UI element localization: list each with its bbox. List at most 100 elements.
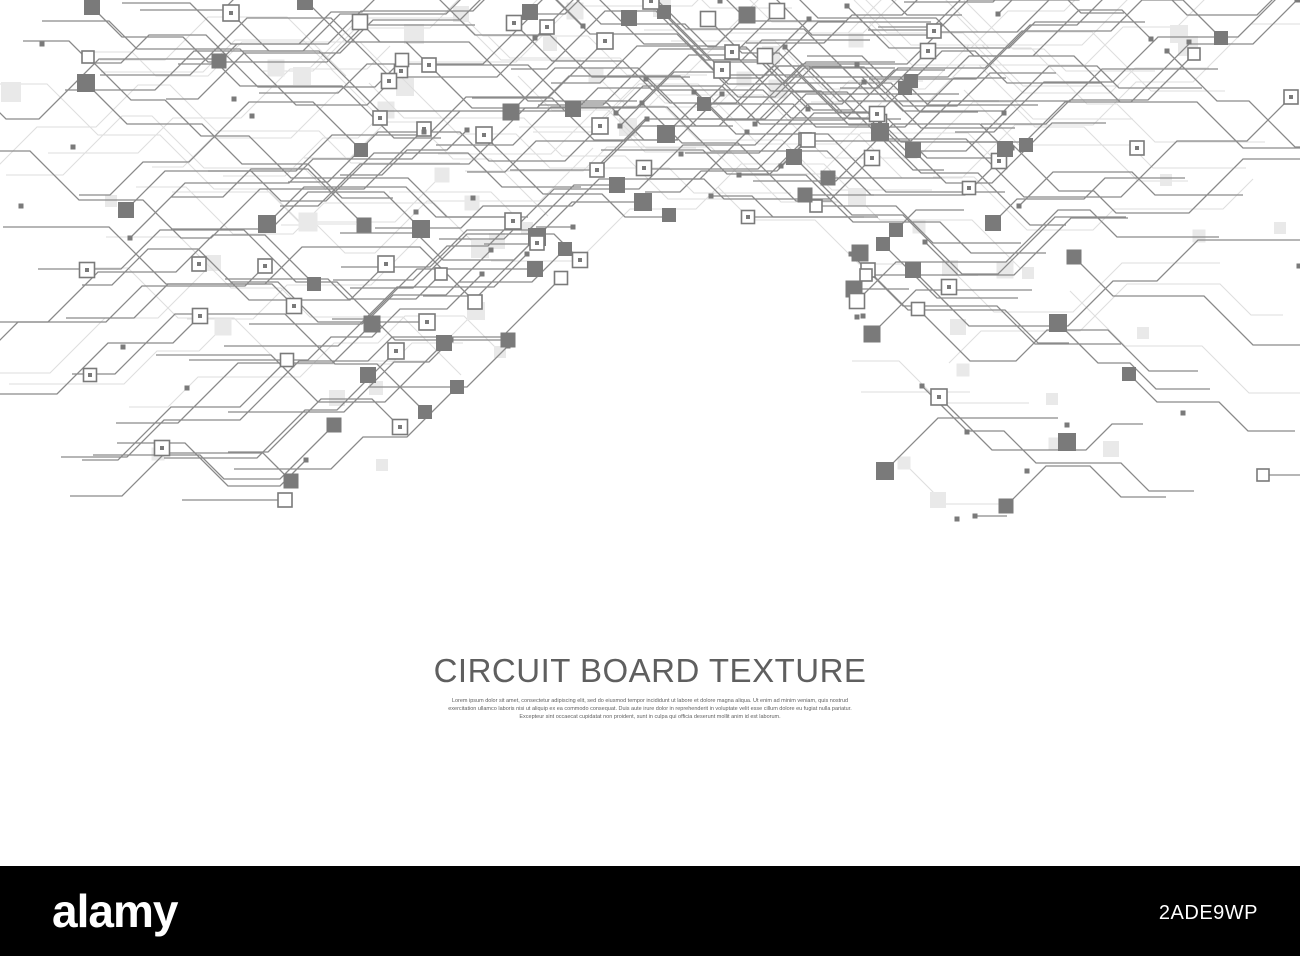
circuit-chip-outline — [467, 294, 483, 310]
circuit-chip — [904, 74, 918, 88]
circuit-trace — [42, 20, 402, 106]
circuit-pad — [1016, 203, 1022, 209]
circuit-chip-core — [511, 219, 515, 223]
circuit-trace-faint — [136, 186, 481, 250]
circuit-chip-core — [545, 25, 549, 29]
circuit-trace — [850, 253, 1121, 345]
circuit-pad — [854, 62, 860, 68]
circuit-trace-faint — [48, 68, 386, 154]
circuit-pad — [479, 271, 485, 277]
circuit-pad — [922, 239, 928, 245]
circuit-board-artwork: CIRCUIT BOARD TEXTURE Lorem ipsum dolor … — [0, 0, 1300, 720]
circuit-chip — [412, 220, 430, 238]
circuit-trace — [23, 34, 403, 88]
circuit-chip — [997, 141, 1013, 157]
circuit-pad — [954, 516, 960, 522]
circuit-chip-outline — [848, 292, 866, 310]
circuit-chip — [998, 498, 1014, 514]
circuit-chip-core — [967, 186, 971, 190]
circuit-trace — [867, 269, 1069, 344]
circuit-chip-core — [642, 166, 646, 170]
circuit-pattern — [0, 0, 1300, 522]
circuit-trace — [703, 21, 931, 105]
circuit-chip-outline — [800, 132, 816, 148]
circuit-chips — [18, 0, 1300, 522]
circuit-chip-core — [398, 425, 402, 429]
circuit-trace-faint — [865, 0, 1119, 87]
circuit-chip-core — [427, 63, 431, 67]
circuit-chip-core — [229, 11, 233, 15]
circuit-pad — [643, 76, 649, 82]
circuit-trace — [225, 273, 442, 300]
circuit-trace — [259, 0, 580, 94]
circuit-trace-faint — [402, 0, 699, 63]
circuit-trace — [228, 398, 401, 453]
circuit-chip-faint — [1192, 229, 1206, 243]
circuit-trace — [249, 268, 535, 325]
circuit-pad — [464, 127, 470, 133]
circuit-pad — [752, 121, 758, 127]
circuit-trace — [100, 17, 548, 78]
circuit-chip — [657, 125, 675, 143]
circuit-pad — [854, 314, 860, 320]
circuit-chip-faint — [404, 24, 424, 44]
circuit-trace — [340, 201, 643, 261]
circuit-trace — [840, 0, 1222, 89]
circuit-chip — [889, 223, 903, 237]
circuit-pad — [691, 89, 697, 95]
circuit-chip — [621, 10, 637, 26]
circuit-chip-faint — [434, 167, 450, 183]
circuit-trace — [82, 359, 288, 461]
circuit-trace — [513, 22, 881, 119]
circuit-chip — [863, 325, 881, 343]
circuit-trace — [924, 217, 1128, 276]
circuit-pad — [39, 41, 45, 47]
circuit-pad — [678, 151, 684, 157]
circuit-chip-core — [394, 349, 398, 353]
circuit-trace — [731, 51, 1006, 159]
circuit-chip-outline — [756, 47, 774, 65]
circuit-trace — [619, 67, 895, 127]
circuit-trace — [79, 101, 362, 196]
circuit-chip-faint — [1, 82, 21, 102]
circuit-chip-faint — [1103, 441, 1119, 457]
circuit-trace — [156, 342, 445, 403]
circuit-pad — [1148, 36, 1154, 42]
circuit-chip-faint — [494, 346, 506, 358]
circuit-trace-faint — [595, 74, 932, 191]
circuit-trace — [878, 0, 1080, 28]
circuit-chip-core — [603, 39, 607, 43]
circuit-trace-faint — [9, 326, 224, 385]
circuit-pad — [844, 3, 850, 9]
circuit-chip-faint — [205, 255, 221, 271]
circuit-chip — [500, 332, 516, 348]
circuit-chip-core — [384, 262, 388, 266]
circuit-chip-core — [399, 69, 403, 73]
circuit-chip-faint — [588, 67, 604, 83]
circuit-pad — [249, 113, 255, 119]
circuit-trace — [1005, 465, 1166, 507]
circuit-pad — [532, 35, 538, 41]
circuit-pad — [1164, 48, 1170, 54]
circuit-chip-core — [595, 168, 599, 172]
circuit-trace — [912, 122, 1106, 184]
circuit-chip — [1049, 314, 1067, 332]
circuit-trace — [596, 65, 959, 171]
circuit-chip — [326, 417, 342, 433]
circuit-trace — [332, 249, 492, 320]
circuit-trace — [816, 205, 1021, 244]
circuit-trace — [938, 396, 1143, 451]
circuit-chip-core — [997, 159, 1001, 163]
circuit-trace — [288, 125, 601, 183]
circuit-trace — [125, 152, 581, 211]
circuit-chip — [1019, 138, 1033, 152]
circuit-trace — [879, 120, 1300, 214]
circuit-chip-outline — [553, 270, 569, 286]
circuit-chip-core — [197, 262, 201, 266]
circuit-chip-core — [85, 268, 89, 272]
circuit-trace — [1073, 256, 1300, 346]
circuit-chip — [283, 473, 299, 489]
circuit-trace — [1128, 373, 1295, 432]
circuit-chip-outline — [81, 50, 95, 64]
circuit-trace-faint — [855, 0, 1155, 72]
